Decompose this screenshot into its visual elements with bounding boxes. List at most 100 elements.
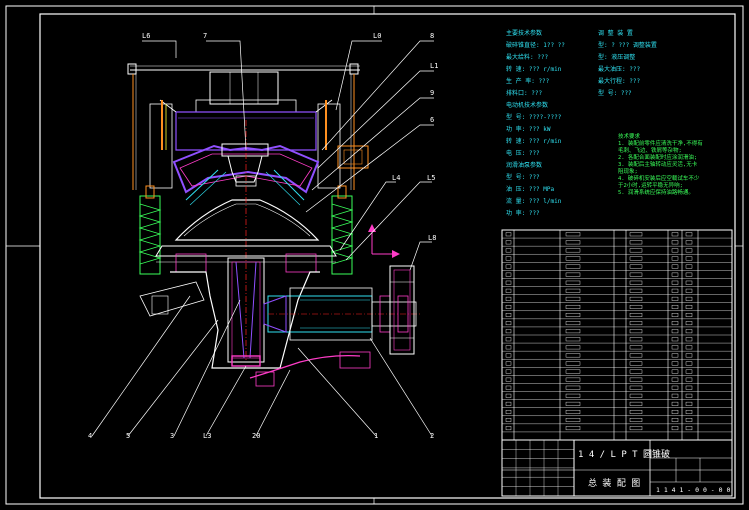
specs.left_block-line: 转 速: ??? r/min bbox=[506, 66, 562, 73]
table-cell-mark bbox=[565, 313, 581, 317]
table-cell-mark bbox=[505, 288, 512, 293]
table-cell-mark bbox=[629, 264, 643, 269]
notes-line: 于2小时,运转平稳无异响; bbox=[618, 183, 683, 189]
callout-bottom-3: L3 bbox=[203, 432, 212, 440]
table-cell-mark bbox=[685, 409, 693, 414]
callout-top-3: 8 bbox=[430, 32, 435, 40]
table-cell-mark bbox=[629, 248, 643, 253]
callout-top-0: L6 bbox=[142, 32, 151, 40]
table-cell-mark bbox=[565, 337, 581, 342]
table-cell-mark bbox=[629, 232, 643, 237]
table-cell-mark bbox=[565, 280, 581, 285]
table-cell-mark bbox=[671, 361, 679, 366]
callout-top-6: 6 bbox=[430, 116, 435, 124]
specs.left_block-line: 润滑油泵参数 bbox=[506, 162, 543, 169]
leader-lines bbox=[91, 40, 434, 437]
table-cell-mark bbox=[505, 321, 512, 326]
table-cell-mark bbox=[565, 393, 581, 398]
notes-line: 技术要求 bbox=[618, 134, 641, 140]
table-cell-mark bbox=[565, 240, 581, 245]
table-cell-mark bbox=[629, 369, 643, 374]
table-cell-mark bbox=[671, 304, 679, 309]
specs.right_block-line: 调 整 装 置 bbox=[598, 30, 633, 37]
table-cell-mark bbox=[629, 418, 643, 422]
table-cell-mark bbox=[685, 313, 693, 317]
table-cell-mark bbox=[671, 418, 679, 422]
specs.left_block-line: 油 压: ??? MPa bbox=[506, 186, 555, 193]
table-cell-mark bbox=[505, 361, 512, 366]
table-cell-mark bbox=[505, 345, 512, 350]
table-cell-mark bbox=[685, 264, 693, 269]
specs.left_block-line: 生 产 率: ??? bbox=[506, 78, 550, 85]
callout-bottom-2: 3 bbox=[170, 432, 175, 440]
table-cell-mark bbox=[629, 272, 643, 277]
table-cell-mark bbox=[629, 353, 643, 358]
table-cell-mark bbox=[685, 232, 693, 237]
table-cell-mark bbox=[505, 401, 512, 406]
table-cell-mark bbox=[629, 426, 643, 431]
table-cell-mark bbox=[629, 401, 643, 406]
table-cell-mark bbox=[671, 377, 679, 382]
specs.left_block-line: 功 率: ??? bbox=[506, 210, 540, 217]
specs.left_block-line: 最大给料: ??? bbox=[506, 54, 549, 61]
table-cell-mark bbox=[671, 393, 679, 398]
table-cell-mark bbox=[505, 256, 512, 261]
table-cell-mark bbox=[505, 393, 512, 398]
table-cell-mark bbox=[505, 369, 512, 374]
callout-bottom-6: 2 bbox=[430, 432, 435, 440]
table-cell-mark bbox=[505, 377, 512, 382]
specs.right_block-line: 型: 液压调整 bbox=[598, 54, 636, 61]
table-cell-mark bbox=[565, 401, 581, 406]
table-cell-mark bbox=[671, 288, 679, 293]
specs.left_block-line: 流 量: ??? l/min bbox=[506, 198, 562, 205]
table-cell-mark bbox=[629, 385, 643, 390]
table-cell-mark bbox=[671, 240, 679, 245]
table-cell-mark bbox=[685, 321, 693, 326]
table-cell-mark bbox=[685, 256, 693, 261]
notes-line: 毛刺、飞边、铁屑等杂物; bbox=[618, 148, 682, 154]
table-cell-mark bbox=[629, 345, 643, 350]
table-cell-mark bbox=[685, 337, 693, 342]
table-cell-mark bbox=[671, 345, 679, 350]
table-cell-mark bbox=[671, 256, 679, 261]
table-cell-mark bbox=[565, 418, 581, 422]
table-cell-mark bbox=[685, 385, 693, 390]
table-cell-mark bbox=[629, 393, 643, 398]
table-cell-mark bbox=[505, 313, 512, 317]
table-cell-mark bbox=[685, 248, 693, 253]
drawing-frame-outer bbox=[5, 5, 744, 505]
specs.left_block-line: 转 速: ??? r/min bbox=[506, 138, 562, 145]
callout-bottom-1: 5 bbox=[126, 432, 131, 440]
table-cell-mark bbox=[505, 337, 512, 342]
table-cell-mark bbox=[671, 296, 679, 301]
table-cell-mark bbox=[685, 288, 693, 293]
callout-bottom-5: 1 bbox=[374, 432, 379, 440]
table-cell-mark bbox=[565, 296, 581, 301]
table-cell-mark bbox=[671, 426, 679, 431]
table-cell-mark bbox=[505, 272, 512, 277]
parts-list-table bbox=[501, 229, 733, 497]
table-cell-mark bbox=[685, 418, 693, 422]
table-cell-mark bbox=[505, 296, 512, 301]
table-cell-mark bbox=[565, 304, 581, 309]
left-spring bbox=[138, 185, 162, 275]
specs.right_block-line: 最大行程: ??? bbox=[598, 78, 641, 85]
table-cell-mark bbox=[505, 385, 512, 390]
table-cell-mark bbox=[565, 385, 581, 390]
table-cell-mark bbox=[685, 240, 693, 245]
crusher-assembly bbox=[127, 63, 420, 387]
table-cell-mark bbox=[565, 264, 581, 269]
notes-line: 2. 各配合面装配时应涂润滑油; bbox=[618, 155, 698, 161]
specs.right_block-line: 型 号: ??? bbox=[598, 90, 632, 97]
countershaft bbox=[263, 287, 420, 341]
table-cell-mark bbox=[671, 353, 679, 358]
table-cell-mark bbox=[565, 248, 581, 253]
table-cell-mark bbox=[671, 385, 679, 390]
table-cell-mark bbox=[565, 377, 581, 382]
callout-top-2: L0 bbox=[373, 32, 382, 40]
table-cell-mark bbox=[629, 288, 643, 293]
table-cell-mark bbox=[505, 353, 512, 358]
callout-bottom-0: 4 bbox=[88, 432, 93, 440]
table-cell-mark bbox=[565, 321, 581, 326]
table-cell-mark bbox=[685, 296, 693, 301]
